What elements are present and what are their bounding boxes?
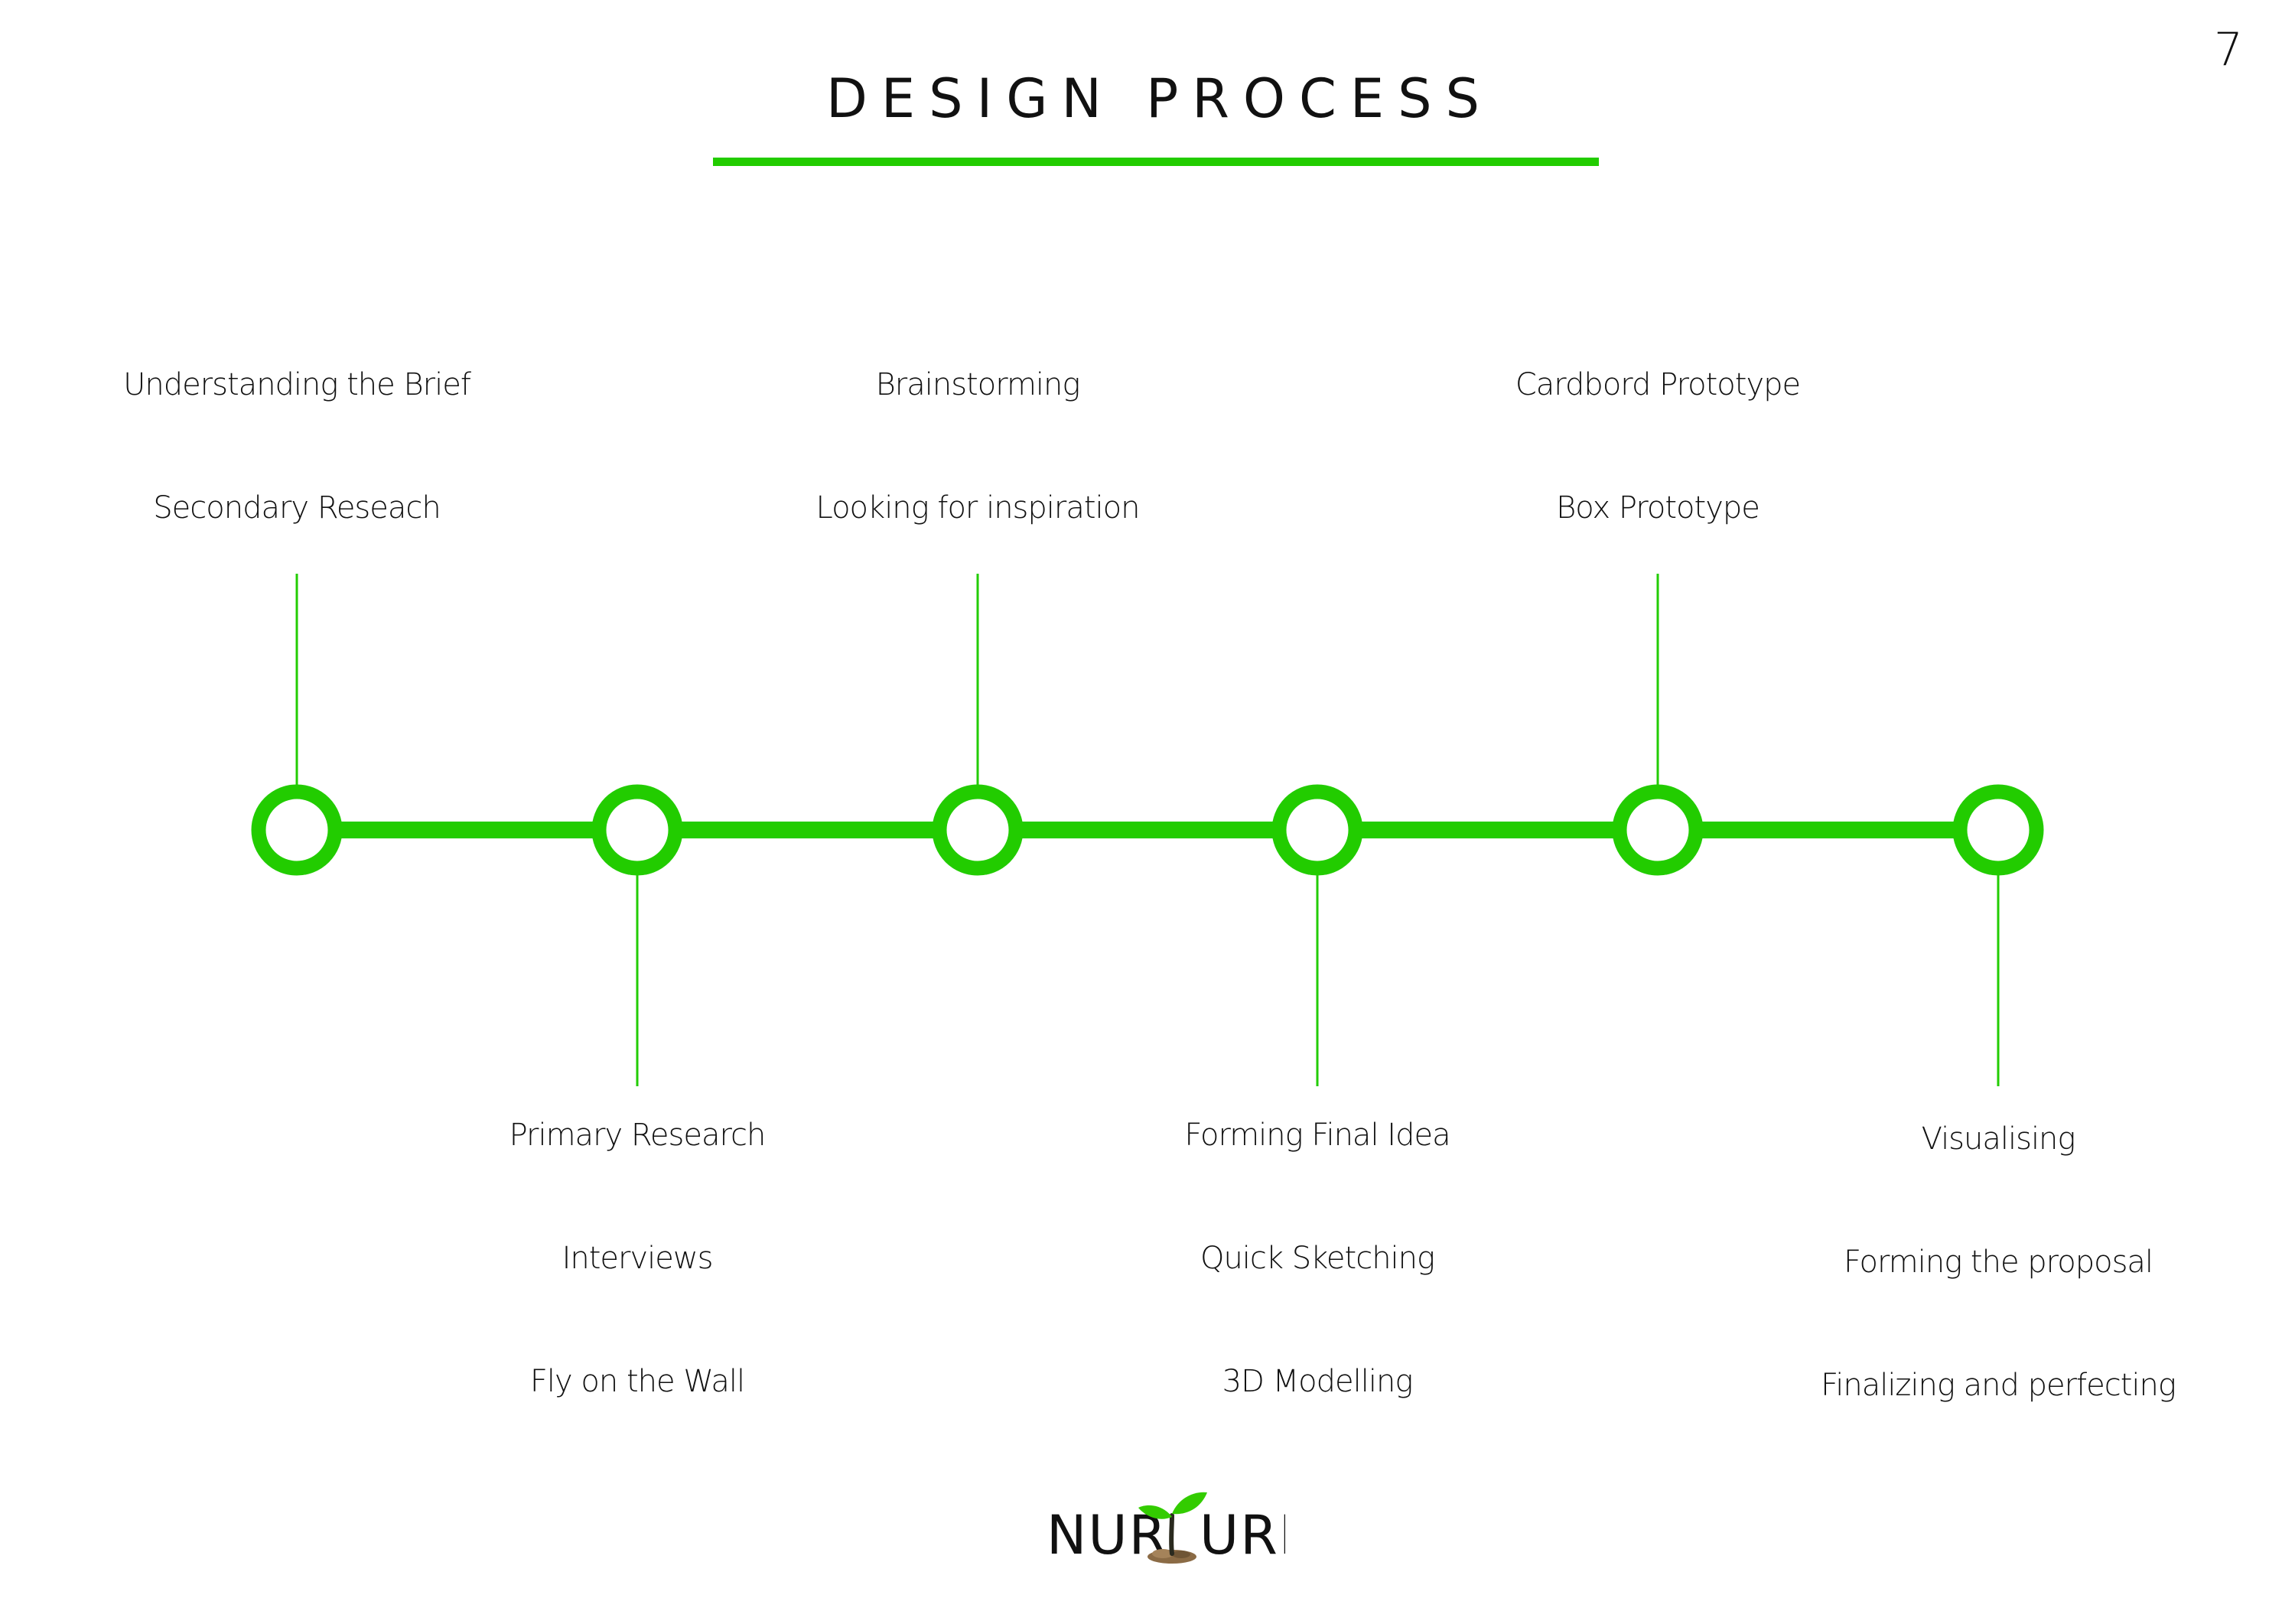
- nurture-logo: NUR URE: [1040, 1480, 1313, 1568]
- stage-2-label-3: Fly on the Wall: [529, 1364, 745, 1399]
- svg-text:URE: URE: [1200, 1504, 1285, 1567]
- stage-4-label-1: Forming Final Idea: [1184, 1118, 1450, 1153]
- stage-4-label-2: Quick Sketching: [1200, 1241, 1435, 1276]
- stage-6-label-3: Finalizing and perfecting: [1821, 1368, 2176, 1403]
- stage-2-label-1: Primary Research: [509, 1118, 767, 1153]
- sprout-icon: NUR URE: [1047, 1492, 1313, 1567]
- stage-5-label-2: Box Prototype: [1556, 490, 1760, 526]
- stage-2-label-2: Interviews: [562, 1241, 714, 1276]
- stage-3-label-1: Brainstorming: [875, 367, 1081, 402]
- stage-6-label-1: Visualising: [1921, 1121, 2076, 1157]
- stage-5-label-1: Cardbord Prototype: [1515, 367, 1801, 402]
- stage-2-node: [591, 784, 683, 876]
- stage-4-node: [1271, 784, 1363, 876]
- title-underline: [713, 158, 1599, 166]
- stage-1-label-1: Understanding the Brief: [123, 367, 471, 402]
- stage-4-label-3: 3D Modelling: [1222, 1364, 1414, 1399]
- stage-6-node: [1952, 784, 2044, 876]
- page-title: DESIGN PROCESS: [826, 67, 1493, 130]
- stage-6-label-2: Forming the proposal: [1843, 1245, 2153, 1280]
- stage-1-label-2: Secondary Reseach: [153, 490, 441, 526]
- page-number: 7: [2213, 23, 2243, 76]
- stage-5-node: [1612, 784, 1704, 876]
- stage-3-node: [932, 784, 1024, 876]
- stage-1-node: [251, 784, 343, 876]
- stage-3-label-2: Looking for inspiration: [815, 490, 1141, 526]
